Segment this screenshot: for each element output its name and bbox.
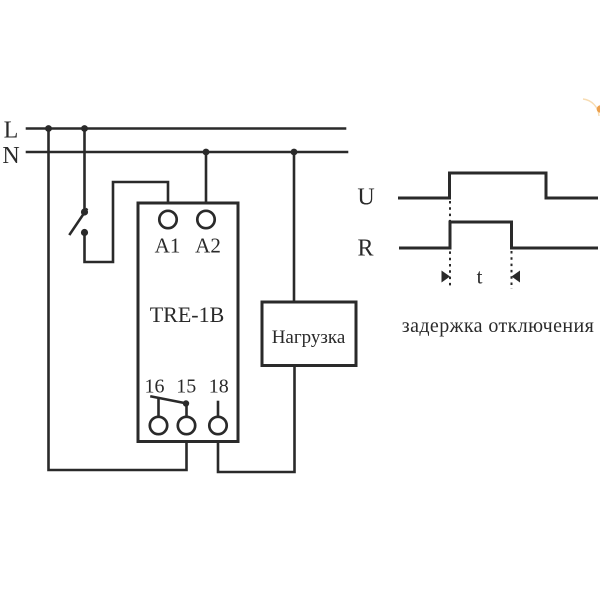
contact-lever [149, 394, 189, 406]
signal-u-label: U [357, 185, 374, 211]
timing-caption: задержка отключения [402, 315, 594, 337]
terminal-18-label: 18 [209, 376, 229, 398]
terminal-15-circle [176, 415, 197, 436]
device-name-label: TRE-1B [150, 302, 225, 327]
signal-r-label: R [357, 236, 373, 262]
switch-lever [68, 207, 89, 236]
watermark-dot [596, 105, 600, 113]
device-outline [136, 201, 240, 443]
timing-diagram: U R t задержка отключения [357, 171, 598, 337]
line-l-label: L [4, 118, 19, 144]
interval-t-label: t [477, 265, 483, 289]
terminal-a1-label: A1 [155, 234, 181, 258]
terminal-a2-label: A2 [195, 234, 221, 258]
load-label: Нагрузка [272, 327, 346, 348]
terminal-16-circle [148, 415, 169, 436]
watermark-fragment [582, 98, 600, 117]
line-n-label: N [2, 143, 19, 169]
device-box: A1 A2 TRE-1B 16 15 18 [136, 201, 240, 443]
r-waveform [399, 220, 598, 250]
wire-switch-to-a1 [83, 180, 170, 264]
power-line-l: L [4, 118, 347, 144]
watermark-arc [582, 98, 600, 117]
interval-arrow-left-icon [511, 270, 520, 283]
wire-terminal-18-to-load [216, 364, 296, 474]
load-outline [260, 300, 358, 367]
switch-symbol [68, 207, 89, 237]
terminal-15-label: 15 [176, 376, 196, 398]
terminal-a2-circle [195, 209, 217, 230]
terminal-18-circle [207, 415, 229, 436]
load-box: Нагрузка [260, 300, 358, 367]
wire-l-to-terminal-15 [47, 127, 188, 472]
relay-contact-symbol [149, 394, 220, 418]
interval-arrow-right-icon [441, 270, 450, 283]
u-waveform [398, 171, 598, 200]
terminal-a1-circle [157, 209, 179, 230]
terminal-16-label: 16 [145, 376, 165, 398]
